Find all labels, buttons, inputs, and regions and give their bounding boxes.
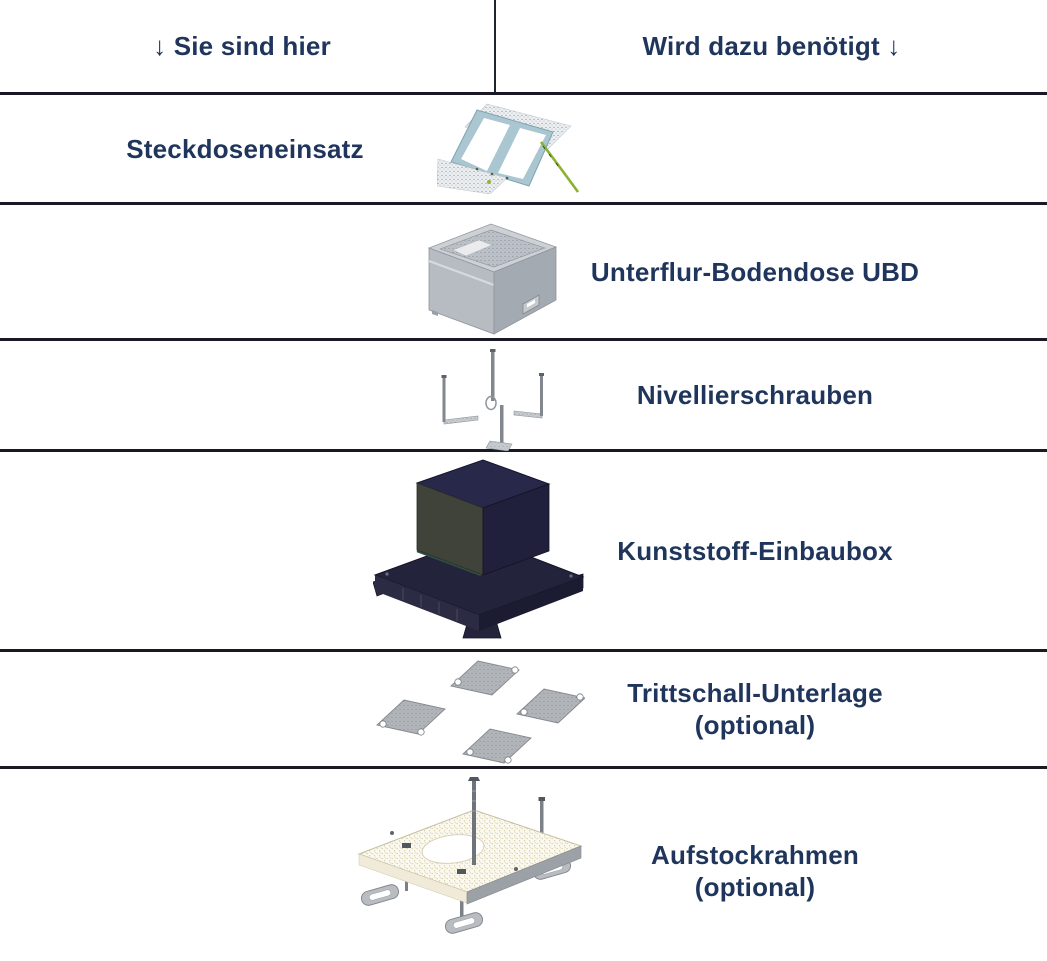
- row-kunststoff-einbaubox: Kunststoff-Einbaubox: [0, 452, 1047, 652]
- aufstockrahmen-label: Aufstockrahmen: [651, 840, 859, 870]
- header-row: ↓ Sie sind hier Wird dazu benötigt ↓: [0, 0, 1047, 95]
- row-trittschall-unterlage: Trittschall-Unterlage (optional): [0, 652, 1047, 769]
- raising-frame-illustration: [357, 777, 583, 934]
- impact-sound-pads-illustration: [376, 660, 585, 764]
- header-left-cell: ↓ Sie sind hier: [0, 0, 484, 92]
- nivellierschrauben-label-cell: Nivellierschrauben: [459, 341, 1047, 449]
- nivellierschrauben-label: Nivellierschrauben: [636, 380, 874, 410]
- steckdoseneinsatz-label: Steckdoseneinsatz: [126, 133, 364, 164]
- steckdoseneinsatz-label-cell: Steckdoseneinsatz: [0, 95, 490, 202]
- trittschall-unterlage-label: Trittschall-Unterlage: [627, 678, 883, 708]
- trittschall-unterlage-label-optional: (optional): [694, 710, 816, 740]
- plastic-mounting-box-illustration: [373, 459, 585, 639]
- kunststoff-einbaubox-label-cell: Kunststoff-Einbaubox: [459, 452, 1047, 649]
- header-right-cell: Wird dazu benötigt ↓: [496, 0, 1047, 92]
- underfloor-box-illustration: [427, 223, 558, 335]
- aufstockrahmen-label-optional: (optional): [694, 872, 816, 902]
- levelling-screws-illustration: [441, 349, 544, 451]
- kunststoff-einbaubox-label: Kunststoff-Einbaubox: [617, 535, 893, 566]
- unterflur-bodendose-label: Unterflur-Bodendose UBD: [590, 256, 920, 287]
- row-steckdoseneinsatz: Steckdoseneinsatz: [0, 95, 1047, 205]
- socket-insert-illustration: [437, 103, 580, 194]
- header-left-label: ↓ Sie sind hier: [153, 31, 331, 61]
- header-right-label: Wird dazu benötigt ↓: [642, 31, 901, 61]
- row-aufstockrahmen: Aufstockrahmen (optional): [0, 769, 1047, 961]
- row-nivellierschrauben: Nivellierschrauben: [0, 341, 1047, 452]
- trittschall-unterlage-label-cell: Trittschall-Unterlage (optional): [459, 652, 1047, 766]
- unterflur-bodendose-label-cell: Unterflur-Bodendose UBD: [459, 205, 1047, 338]
- header-column-divider: [494, 0, 496, 92]
- aufstockrahmen-label-cell: Aufstockrahmen (optional): [459, 775, 1047, 961]
- row-unterflur-bodendose: Unterflur-Bodendose UBD: [0, 205, 1047, 341]
